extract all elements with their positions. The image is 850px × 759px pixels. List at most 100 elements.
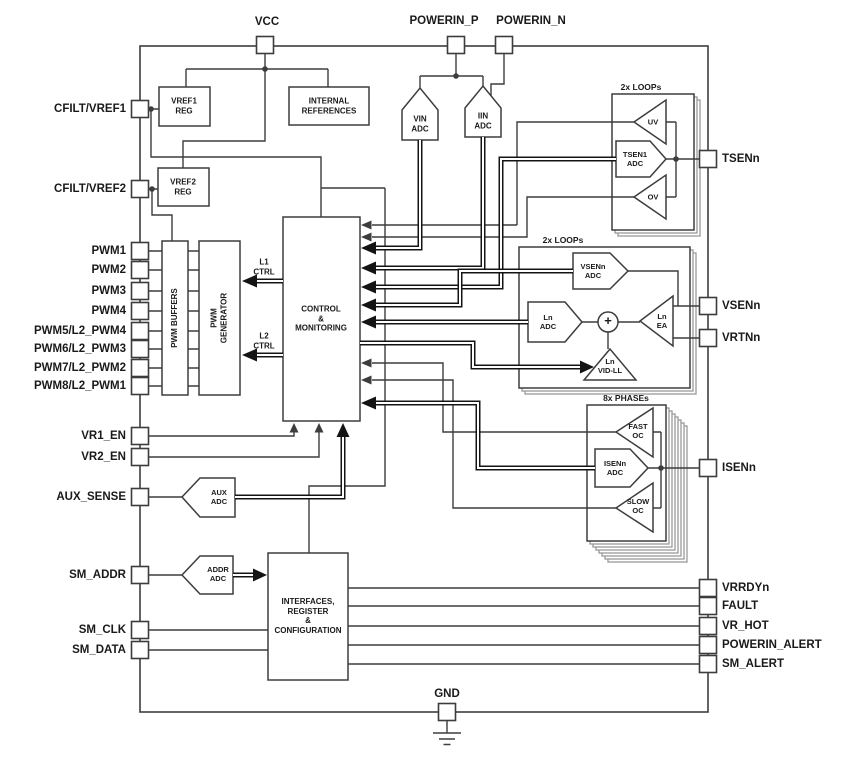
- pin-label-vr-hot: VR_HOT: [722, 620, 769, 632]
- ground-symbol: [433, 720, 461, 746]
- ln-ea-label: Ln EA: [656, 312, 668, 330]
- vref1-reg-block: [158, 86, 211, 127]
- interfaces-label: INTERFACES, REGISTER & CONFIGURATION: [274, 596, 342, 635]
- pin-pwm2: [130, 260, 150, 280]
- ln-vidll-label: Ln VID-LL: [597, 357, 623, 375]
- vsenn-adc-shape: [572, 252, 630, 290]
- config-link-wire: [308, 188, 386, 553]
- pin-cfilt-vref2: [130, 179, 150, 199]
- pin-label-pwm7: PWM7/L2_PWM2: [33, 362, 126, 374]
- pin-label-pwm2: PWM2: [91, 264, 127, 276]
- control-monitoring-label: CONTROL & MONITORING: [295, 304, 347, 333]
- isenn-adc-label: ISENn ADC: [603, 459, 627, 477]
- pin-label-powerin-n: POWERIN_N: [496, 15, 566, 27]
- loop2-internal-wire: [582, 270, 700, 349]
- blocks: [157, 86, 370, 681]
- pin-powerin-p: [446, 35, 466, 55]
- pin-label-vsenn: VSENn: [722, 300, 761, 312]
- pin-aux-sense: [130, 487, 150, 507]
- pin-cfilt-vref1: [130, 99, 150, 119]
- pin-pwm7: [130, 358, 150, 378]
- addr-adc-shape: [180, 555, 234, 595]
- loops-top-label: 2x LOOPs: [620, 81, 662, 92]
- buses: [233, 137, 616, 578]
- pin-sm-addr: [130, 565, 150, 585]
- vr-enable-wire: [148, 432, 320, 458]
- l2-ctrl-label: L2 CTRL: [253, 331, 275, 350]
- interface-output-wire: [348, 587, 700, 665]
- pin-label-pwm6: PWM6/L2_PWM3: [33, 343, 126, 355]
- pin-label-powerin-p: POWERIN_P: [409, 15, 479, 27]
- pin-label-pwm5: PWM5/L2_PWM4: [33, 325, 126, 337]
- vref2-reg-label: VREF2 REG: [170, 177, 196, 196]
- uv-label: UV: [647, 117, 659, 127]
- pwm-generator-label: PWM GENERATOR: [209, 292, 228, 344]
- wires: [148, 53, 700, 746]
- ln-vidll-shape: [582, 347, 638, 381]
- aux-adc-label: AUX ADC: [210, 488, 228, 506]
- pin-label-vr2-en: VR2_EN: [81, 451, 126, 463]
- pin-label-pwm8: PWM8/L2_PWM1: [33, 380, 126, 392]
- pin-label-powerin-alert: POWERIN_ALERT: [722, 639, 822, 651]
- junction-dots: [148, 66, 679, 471]
- summing-node-label: +: [604, 313, 612, 329]
- internal-references-label: INTERNAL REFERENCES: [301, 96, 357, 115]
- pins: [130, 35, 718, 722]
- pin-label-vr1-en: VR1_EN: [81, 430, 126, 442]
- aux-adc-bus: [235, 436, 346, 500]
- vin-adc-bus: [375, 140, 423, 251]
- pin-label-vrtnn: VRTNn: [722, 332, 761, 344]
- ln-ea-shape: [638, 294, 674, 348]
- pin-label-pwm3: PWM3: [91, 285, 127, 297]
- interfaces-block: [267, 552, 349, 681]
- aux-adc-shape: [180, 477, 236, 518]
- phases-label: 8x PHASEs: [603, 392, 649, 403]
- ov-label: OV: [647, 192, 659, 202]
- pin-pwm4: [130, 301, 150, 321]
- iin-adc-shape: [464, 84, 502, 138]
- powerin-net-wire: [419, 53, 505, 96]
- pin-label-fault: FAULT: [722, 600, 759, 612]
- pin-pwm3: [130, 281, 150, 301]
- addr-adc-label: ADDR ADC: [207, 565, 229, 583]
- pin-isenn: [698, 458, 718, 478]
- slow-oc-label: SLOW OC: [626, 497, 650, 515]
- pin-tsenn: [698, 149, 718, 169]
- vsenn-adc-label: VSENn ADC: [580, 262, 606, 280]
- internal-references-block: [288, 86, 370, 126]
- pin-vrrdyn: [698, 578, 718, 598]
- pwm-buffers-label: PWM BUFFERS: [170, 288, 180, 348]
- pin-pwm6: [130, 339, 150, 359]
- tsen1-adc-label: TSEN1 ADC: [622, 150, 648, 168]
- vcc-net-wire: [182, 53, 329, 168]
- pin-label-aux-sense: AUX_SENSE: [56, 491, 126, 503]
- pin-vr2-en: [130, 447, 150, 467]
- isenn-adc-shape: [594, 448, 650, 488]
- pin-label-sm-alert: SM_ALERT: [722, 658, 784, 670]
- pin-vr-hot: [698, 616, 718, 636]
- pin-label-cfilt-vref1: CFILT/VREF1: [54, 103, 126, 115]
- pin-label-vrrdyn: VRRDYn: [722, 582, 770, 594]
- fast-oc-label: FAST OC: [628, 422, 648, 440]
- pin-label-vcc: VCC: [254, 16, 280, 28]
- arrowheads: [242, 220, 594, 582]
- pin-label-isenn: ISENn: [722, 462, 756, 474]
- fast-slow-oc-wire: [372, 362, 616, 509]
- pin-label-cfilt-vref2: CFILT/VREF2: [54, 183, 126, 195]
- pin-label-sm-data: SM_DATA: [72, 644, 126, 656]
- pin-label-sm-addr: SM_ADDR: [69, 569, 126, 581]
- pwm-buffers-block: [161, 240, 189, 396]
- pwm-stub-wire: [148, 250, 199, 387]
- pin-vcc: [255, 35, 275, 55]
- pin-vr1-en: [130, 426, 150, 446]
- ln-adc-label: Ln ADC: [539, 313, 557, 331]
- pin-label-pwm4: PWM4: [91, 305, 127, 317]
- iin-adc-label: IIN ADC: [474, 111, 492, 130]
- pin-pwm1: [130, 241, 150, 261]
- pin-powerin-alert: [698, 635, 718, 655]
- uv-ov-output-wire: [372, 121, 634, 238]
- aux-addr-sm-wire: [148, 496, 268, 651]
- pin-fault: [698, 596, 718, 616]
